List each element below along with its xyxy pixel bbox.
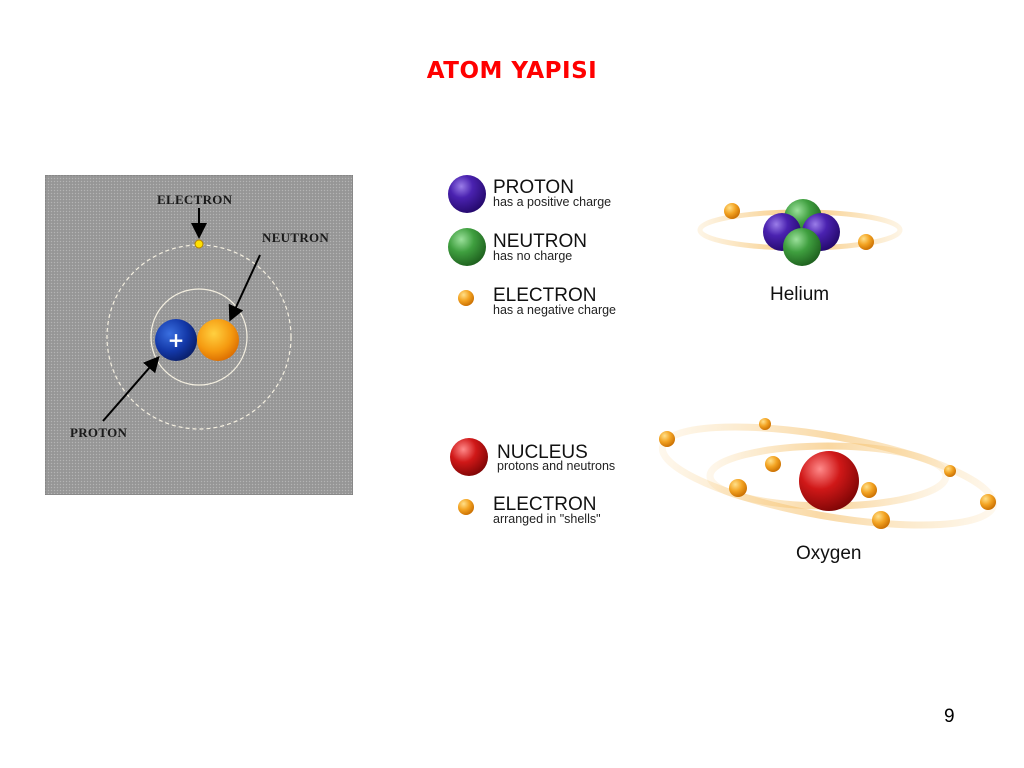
neutron-legend-icon xyxy=(448,228,486,266)
oxygen-electron-icon xyxy=(980,494,996,510)
oxygen-nucleus-icon xyxy=(799,451,859,511)
oxygen-label: Oxygen xyxy=(796,543,861,565)
oxygen-electron-icon xyxy=(759,418,771,430)
electron-legend-icon xyxy=(458,290,474,306)
oxygen-electron-icon xyxy=(659,431,675,447)
electron-shell-legend-icon xyxy=(458,499,474,515)
oxygen-electron-icon xyxy=(861,482,877,498)
proton-legend-subtitle: has a positive charge xyxy=(493,196,611,209)
oxygen-electron-icon xyxy=(944,465,956,477)
oxygen-atom xyxy=(656,407,1001,544)
nucleus-legend-subtitle: protons and neutrons xyxy=(497,460,615,473)
neutron-legend-subtitle: has no charge xyxy=(493,250,572,263)
helium-neutron-icon xyxy=(783,228,821,266)
helium-label: Helium xyxy=(770,284,829,306)
helium-electron-icon xyxy=(724,203,740,219)
oxygen-electron-icon xyxy=(729,479,747,497)
oxygen-electron-icon xyxy=(765,456,781,472)
page-number: 9 xyxy=(944,706,955,728)
helium-atom xyxy=(700,199,900,266)
nucleus-legend-icon xyxy=(450,438,488,476)
oxygen-electron-icon xyxy=(872,511,890,529)
helium-electron-icon xyxy=(858,234,874,250)
proton-legend-icon xyxy=(448,175,486,213)
electron-shell-legend-subtitle: arranged in "shells" xyxy=(493,513,601,526)
electron-legend-subtitle: has a negative charge xyxy=(493,304,616,317)
